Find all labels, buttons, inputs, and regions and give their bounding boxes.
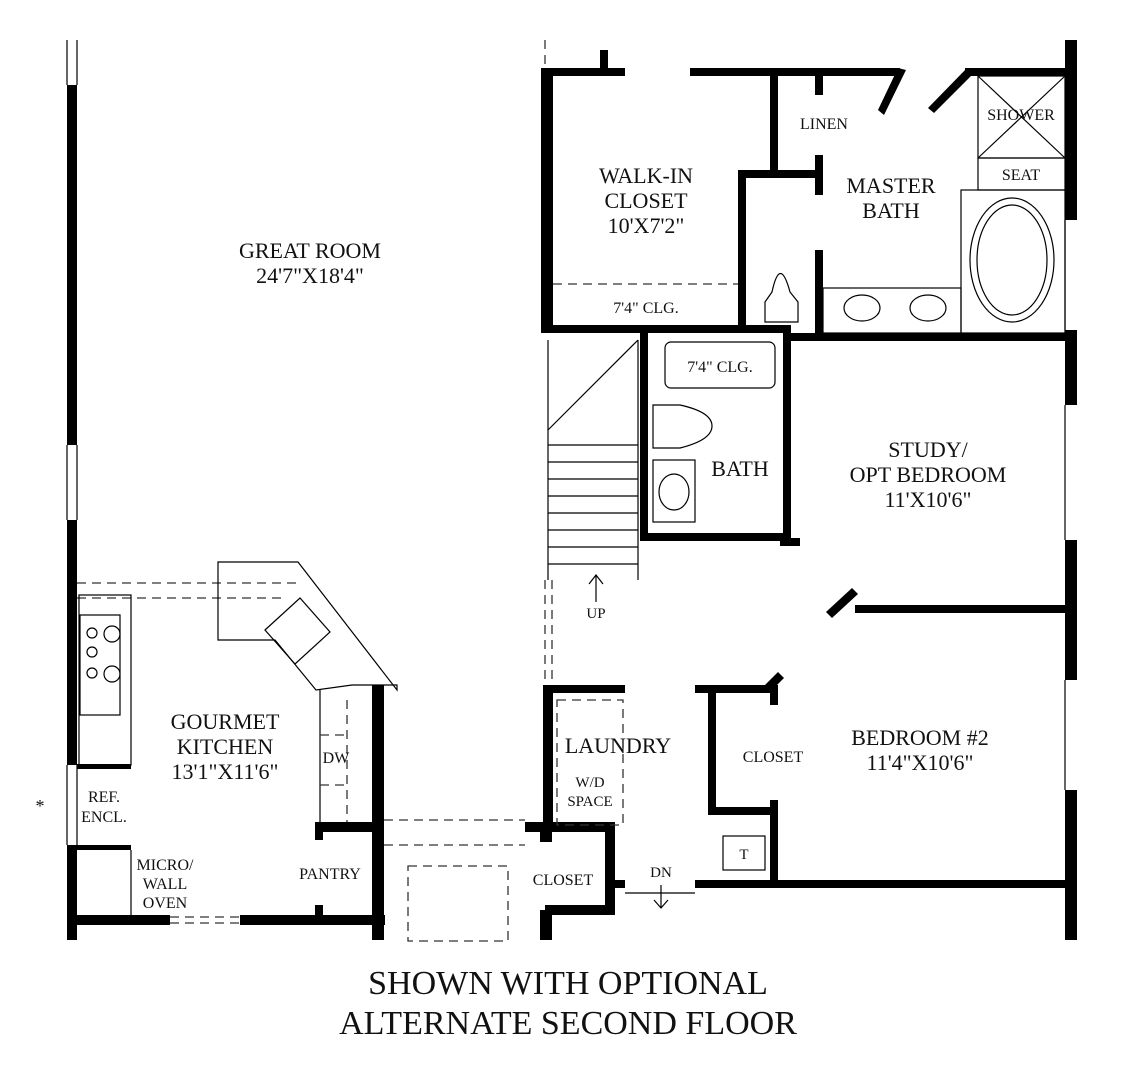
stairs-up-label: UP	[586, 606, 605, 622]
great-room-size: 24'7"X18'4"	[256, 263, 364, 288]
wd-space-label: W/D	[575, 775, 604, 791]
master-bath-label: MASTER	[846, 173, 936, 198]
master-bath-label-2: BATH	[862, 198, 920, 223]
walls	[66, 40, 1077, 942]
seat-label: SEAT	[1002, 167, 1040, 184]
study-label: STUDY/	[888, 437, 968, 462]
bath-label: BATH	[711, 456, 769, 481]
study-size: 11'X10'6"	[885, 487, 972, 512]
hall-closet-label: CLOSET	[533, 872, 594, 889]
wd-space-label-2: SPACE	[567, 794, 612, 810]
t-label: T	[739, 847, 748, 863]
room-labels: GREAT ROOM 24'7"X18'4" WALK-IN CLOSET 10…	[36, 107, 1056, 912]
walk-in-closet-label: WALK-IN	[599, 163, 693, 188]
caption-line-1: SHOWN WITH OPTIONAL	[368, 965, 768, 1002]
laundry-label: LAUNDRY	[565, 733, 671, 758]
stairs-down-label: DN	[650, 865, 672, 881]
dishwasher-label: DW	[323, 750, 351, 767]
pantry-label: PANTRY	[299, 866, 361, 883]
micro-label: MICRO/	[137, 857, 194, 874]
bedroom2-label: BEDROOM #2	[851, 725, 989, 750]
study-label-2: OPT BEDROOM	[850, 462, 1007, 487]
ref-label-2: ENCL.	[81, 809, 127, 826]
walk-in-closet-ceiling: 7'4" CLG.	[613, 300, 678, 317]
walk-in-closet-label-2: CLOSET	[604, 188, 688, 213]
walk-in-closet-size: 10'X7'2"	[608, 213, 685, 238]
micro-label-3: OVEN	[143, 895, 188, 912]
shower-label: SHOWER	[987, 107, 1055, 124]
linen-label: LINEN	[800, 116, 848, 133]
bedroom2-size: 11'4"X10'6"	[867, 750, 974, 775]
kitchen-label-2: KITCHEN	[177, 734, 274, 759]
caption-line-2: ALTERNATE SECOND FLOOR	[339, 1005, 797, 1042]
kitchen-size: 13'1"X11'6"	[172, 759, 279, 784]
kitchen-label: GOURMET	[171, 709, 280, 734]
micro-label-2: WALL	[143, 876, 187, 893]
asterisk: *	[36, 796, 45, 816]
ref-label: REF.	[88, 789, 120, 806]
bedroom2-closet-label: CLOSET	[743, 749, 804, 766]
great-room-label: GREAT ROOM	[239, 238, 381, 263]
bath-ceiling: 7'4" CLG.	[687, 359, 752, 376]
staircase	[544, 339, 639, 685]
